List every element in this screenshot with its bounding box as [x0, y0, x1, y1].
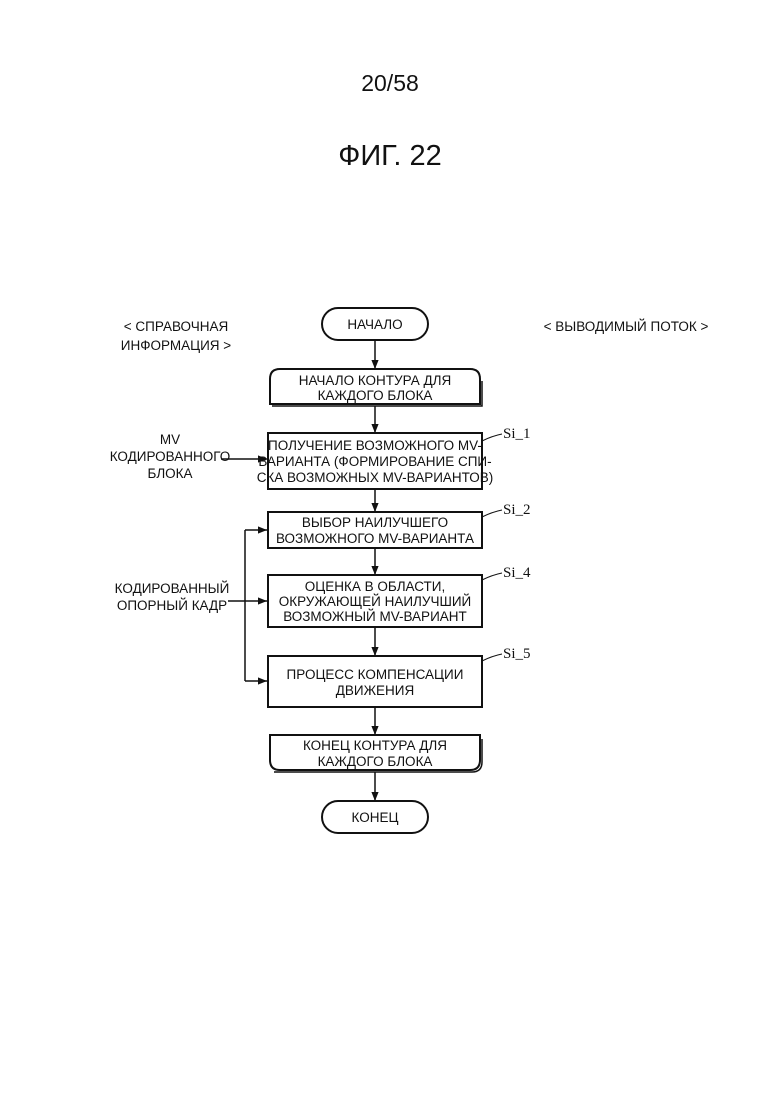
ref-frame-input-label: КОДИРОВАННЫЙ ОПОРНЫЙ КАДР: [115, 581, 230, 613]
end-label: КОНЕЦ: [352, 810, 399, 825]
si5-leader: [482, 654, 502, 661]
si1-leader: [482, 434, 502, 441]
loop-start-line-2: КАЖДОГО БЛОКА: [318, 388, 433, 403]
si5-step-label: Si_5: [503, 646, 531, 662]
svg-text:MV: MV: [160, 432, 180, 447]
si1-line-2: ВАРИАНТА (ФОРМИРОВАНИЕ СПИ-: [258, 454, 491, 469]
mv-input-label: MV КОДИРОВАННОГО БЛОКА: [110, 432, 231, 481]
si1-line-1: ПОЛУЧЕНИЕ ВОЗМОЖНОГО MV-: [268, 438, 482, 453]
svg-text:КОДИРОВАННЫЙ: КОДИРОВАННЫЙ: [115, 581, 230, 596]
left-header-line-2: ИНФОРМАЦИЯ >: [121, 338, 232, 353]
si2-leader: [482, 510, 502, 517]
left-header-line-1: < СПРАВОЧНАЯ: [124, 319, 228, 334]
svg-text:КОДИРОВАННОГО: КОДИРОВАННОГО: [110, 449, 231, 464]
loop-end-line-2: КАЖДОГО БЛОКА: [318, 754, 433, 769]
si2-line-1: ВЫБОР НАИЛУЧШЕГО: [302, 515, 448, 530]
loop-end-line-1: КОНЕЦ КОНТУРА ДЛЯ: [303, 738, 447, 753]
svg-text:ОПОРНЫЙ КАДР: ОПОРНЫЙ КАДР: [117, 598, 227, 613]
si4-line-3: ВОЗМОЖНЫЙ MV-ВАРИАНТ: [283, 609, 467, 624]
left-header: < СПРАВОЧНАЯ ИНФОРМАЦИЯ >: [121, 319, 232, 353]
loop-start-line-1: НАЧАЛО КОНТУРА ДЛЯ: [299, 373, 452, 388]
si5-line-2: ДВИЖЕНИЯ: [336, 683, 415, 698]
si1-line-3: СКА ВОЗМОЖНЫХ MV-ВАРИАНТОВ): [257, 470, 494, 485]
start-label: НАЧАЛО: [347, 317, 402, 332]
si5-line-1: ПРОЦЕСС КОМПЕНСАЦИИ: [287, 667, 464, 682]
si4-step-label: Si_4: [503, 565, 531, 581]
si4-line-1: ОЦЕНКА В ОБЛАСТИ,: [305, 579, 446, 594]
si2-line-2: ВОЗМОЖНОГО MV-ВАРИАНТА: [276, 531, 474, 546]
right-header: < ВЫВОДИМЫЙ ПОТОК >: [544, 319, 709, 334]
si4-leader: [482, 573, 502, 580]
si2-step-label: Si_2: [503, 502, 531, 518]
si4-line-2: ОКРУЖАЮЩЕЙ НАИЛУЧШИЙ: [279, 594, 472, 609]
svg-text:БЛОКА: БЛОКА: [147, 466, 192, 481]
si1-step-label: Si_1: [503, 426, 531, 442]
